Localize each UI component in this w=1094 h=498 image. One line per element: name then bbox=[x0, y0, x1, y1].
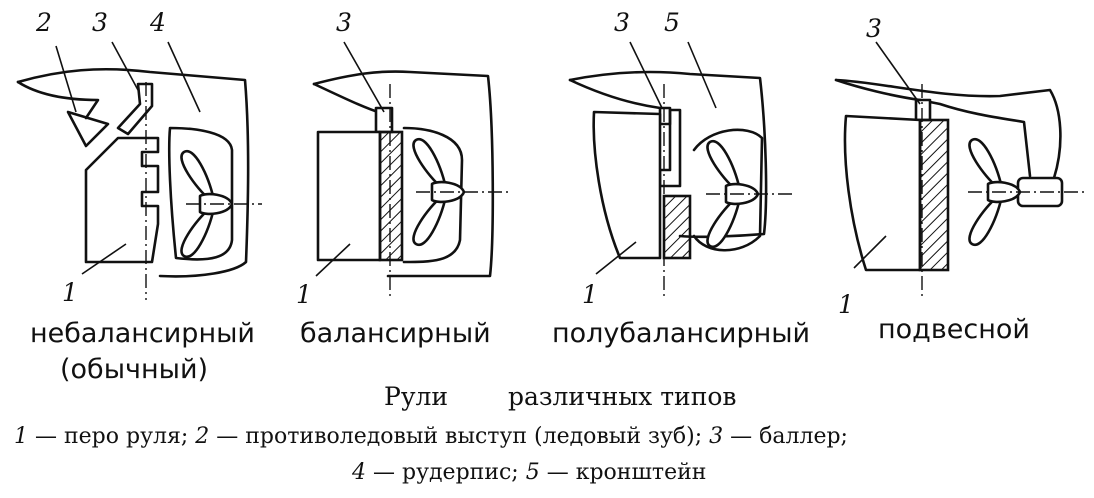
legend-num: 2 bbox=[195, 424, 210, 449]
figure-semibalanced bbox=[568, 41, 794, 300]
part-number-2: 2 bbox=[36, 8, 52, 37]
part-number-1: 1 bbox=[296, 280, 312, 309]
legend-text: — кронштейн bbox=[539, 460, 707, 485]
part-number-3: 3 bbox=[92, 8, 108, 37]
legend-text: — перо руля; bbox=[28, 424, 196, 449]
figure-unbalanced bbox=[16, 41, 262, 300]
legend-num: 4 bbox=[352, 460, 366, 485]
caption-legend-line1: 1 — перо руля; 2 — противоледовый выступ… bbox=[14, 424, 848, 449]
part-number-1: 1 bbox=[838, 290, 854, 319]
legend-text: — противоледовый выступ (ледовый зуб); bbox=[209, 424, 710, 449]
figure-balanced bbox=[312, 41, 512, 300]
legend-text: — баллер; bbox=[723, 424, 848, 449]
caption-title-word2: различных типов bbox=[508, 382, 737, 411]
legend-num: 5 bbox=[525, 460, 540, 485]
type-label-unbalanced: небалансирный bbox=[30, 318, 255, 349]
type-label-unbalanced-note: (обычный) bbox=[60, 354, 209, 385]
part-number-1: 1 bbox=[582, 280, 598, 309]
type-label-semibalanced: полубалансирный bbox=[552, 318, 811, 349]
type-label-suspended: подвесной bbox=[878, 314, 1030, 345]
legend-text: — рудерпис; bbox=[366, 460, 526, 485]
figure-suspended bbox=[834, 41, 1088, 300]
caption-legend-line2: 4 — рудерпис; 5 — кронштейн bbox=[352, 460, 706, 485]
type-label-balanced: балансирный bbox=[300, 318, 491, 349]
legend-num: 1 bbox=[14, 424, 28, 449]
legend-num: 3 bbox=[709, 424, 724, 449]
part-number-3: 3 bbox=[866, 14, 882, 43]
part-number-4: 4 bbox=[150, 8, 166, 37]
part-number-3: 3 bbox=[614, 8, 630, 37]
caption-title-word1: Рули bbox=[384, 382, 449, 411]
part-number-1: 1 bbox=[62, 278, 78, 307]
part-number-3: 3 bbox=[336, 8, 352, 37]
part-number-5: 5 bbox=[664, 8, 680, 37]
